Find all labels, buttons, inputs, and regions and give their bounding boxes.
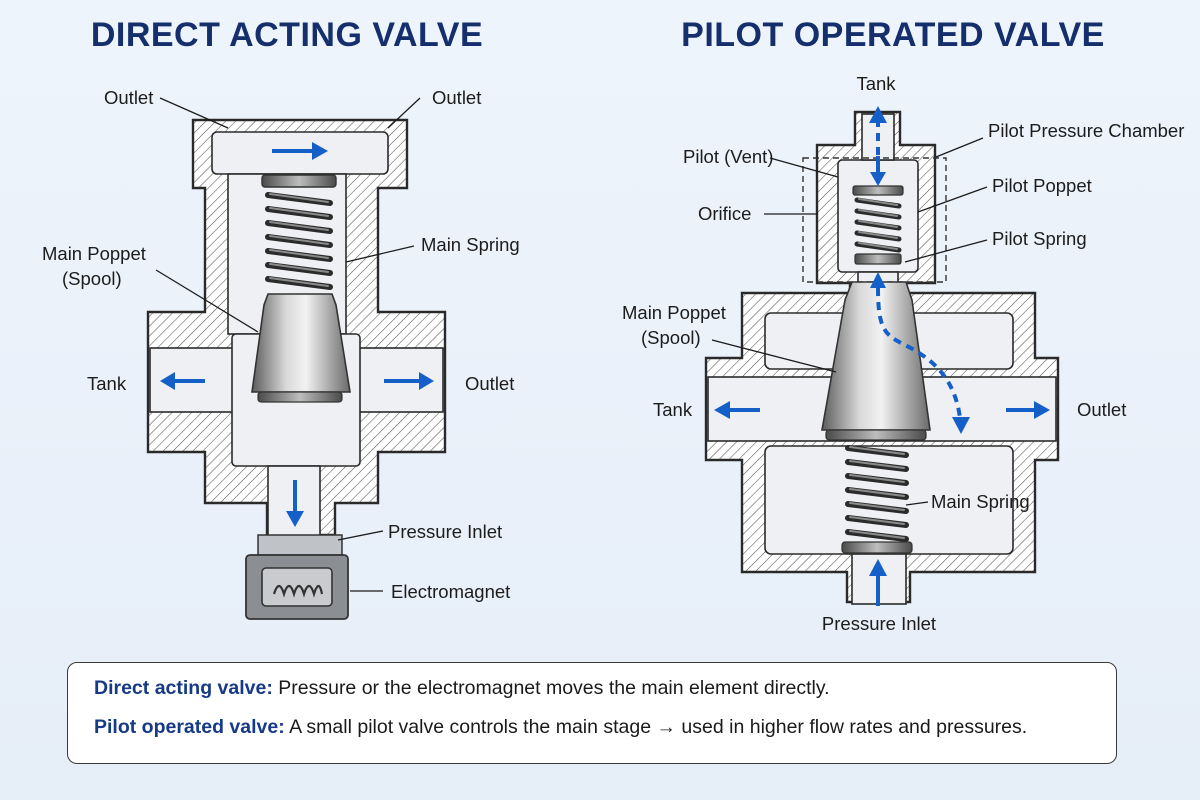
pilot-main-spring-seat <box>841 541 913 554</box>
label-direct-main-spring: Main Spring <box>421 234 520 255</box>
summary-row-direct: Direct acting valve: Pressure or the ele… <box>94 677 1090 699</box>
label-pilot-tank-top: Tank <box>856 73 896 94</box>
pilot-main-poppet-base <box>825 429 927 441</box>
label-electromagnet: Electromagnet <box>391 581 510 602</box>
summary-term-direct: Direct acting valve: <box>94 677 273 699</box>
label-pilot-main-spring: Main Spring <box>931 491 1030 512</box>
pilot-pressure-chamber-outline <box>802 157 947 283</box>
direct-leader-lines <box>155 97 421 592</box>
label-direct-tank: Tank <box>87 373 127 394</box>
pilot-flow-arrows <box>714 106 1050 606</box>
label-pilot-pressure-chamber: Pilot Pressure Chamber <box>988 120 1184 141</box>
direct-flow-arrows <box>160 142 434 527</box>
label-pilot-poppet: Pilot Poppet <box>992 175 1092 196</box>
label-direct-outlet-top-right: Outlet <box>432 87 481 108</box>
summary-text-pilot: A small pilot valve controls the main st… <box>289 716 1028 738</box>
direct-main-spring <box>265 192 333 290</box>
summary-term-pilot: Pilot operated valve: <box>94 716 285 738</box>
summary-box: Direct acting valve: Pressure or the ele… <box>67 662 1117 764</box>
pilot-main-poppet <box>821 281 931 431</box>
label-pilot-vent: Pilot (Vent) <box>683 146 774 167</box>
title-pilot-operated: PILOT OPERATED VALVE <box>681 16 1105 54</box>
direct-main-poppet <box>251 293 351 393</box>
summary-text-direct: Pressure or the electromagnet moves the … <box>278 677 830 699</box>
label-pilot-spring: Pilot Spring <box>992 228 1087 249</box>
pilot-operated-valve: Tank Pilot Pressure Chamber Pilot (Vent)… <box>622 73 1184 634</box>
label-pilot-main-poppet-spool: (Spool) <box>641 327 701 348</box>
pilot-spring-cap <box>852 185 904 196</box>
label-direct-pressure-inlet: Pressure Inlet <box>388 521 502 542</box>
label-pilot-pressure-inlet: Pressure Inlet <box>822 613 936 634</box>
pilot-spring <box>854 197 902 253</box>
label-direct-outlet-side: Outlet <box>465 373 514 394</box>
direct-inlet-stub <box>257 534 343 556</box>
label-orifice: Orifice <box>698 203 751 224</box>
label-direct-outlet-top-left: Outlet <box>104 87 153 108</box>
direct-poppet-base <box>257 391 343 403</box>
label-pilot-main-poppet: Main Poppet <box>622 302 726 323</box>
direct-acting-valve: Outlet Outlet Main Spring Main Poppet (S… <box>42 87 520 620</box>
pilot-leader-lines <box>711 137 988 506</box>
label-direct-main-poppet-spool: (Spool) <box>62 268 122 289</box>
pilot-poppet <box>854 253 902 265</box>
coil-icon <box>272 584 324 598</box>
label-direct-main-poppet: Main Poppet <box>42 243 146 264</box>
pilot-main-spring <box>845 445 909 542</box>
summary-row-pilot: Pilot operated valve: A small pilot valv… <box>94 716 1090 738</box>
label-pilot-outlet-side: Outlet <box>1077 399 1126 420</box>
title-direct-acting: DIRECT ACTING VALVE <box>91 16 483 54</box>
direct-spring-cap <box>261 174 337 188</box>
label-pilot-tank-side: Tank <box>653 399 693 420</box>
